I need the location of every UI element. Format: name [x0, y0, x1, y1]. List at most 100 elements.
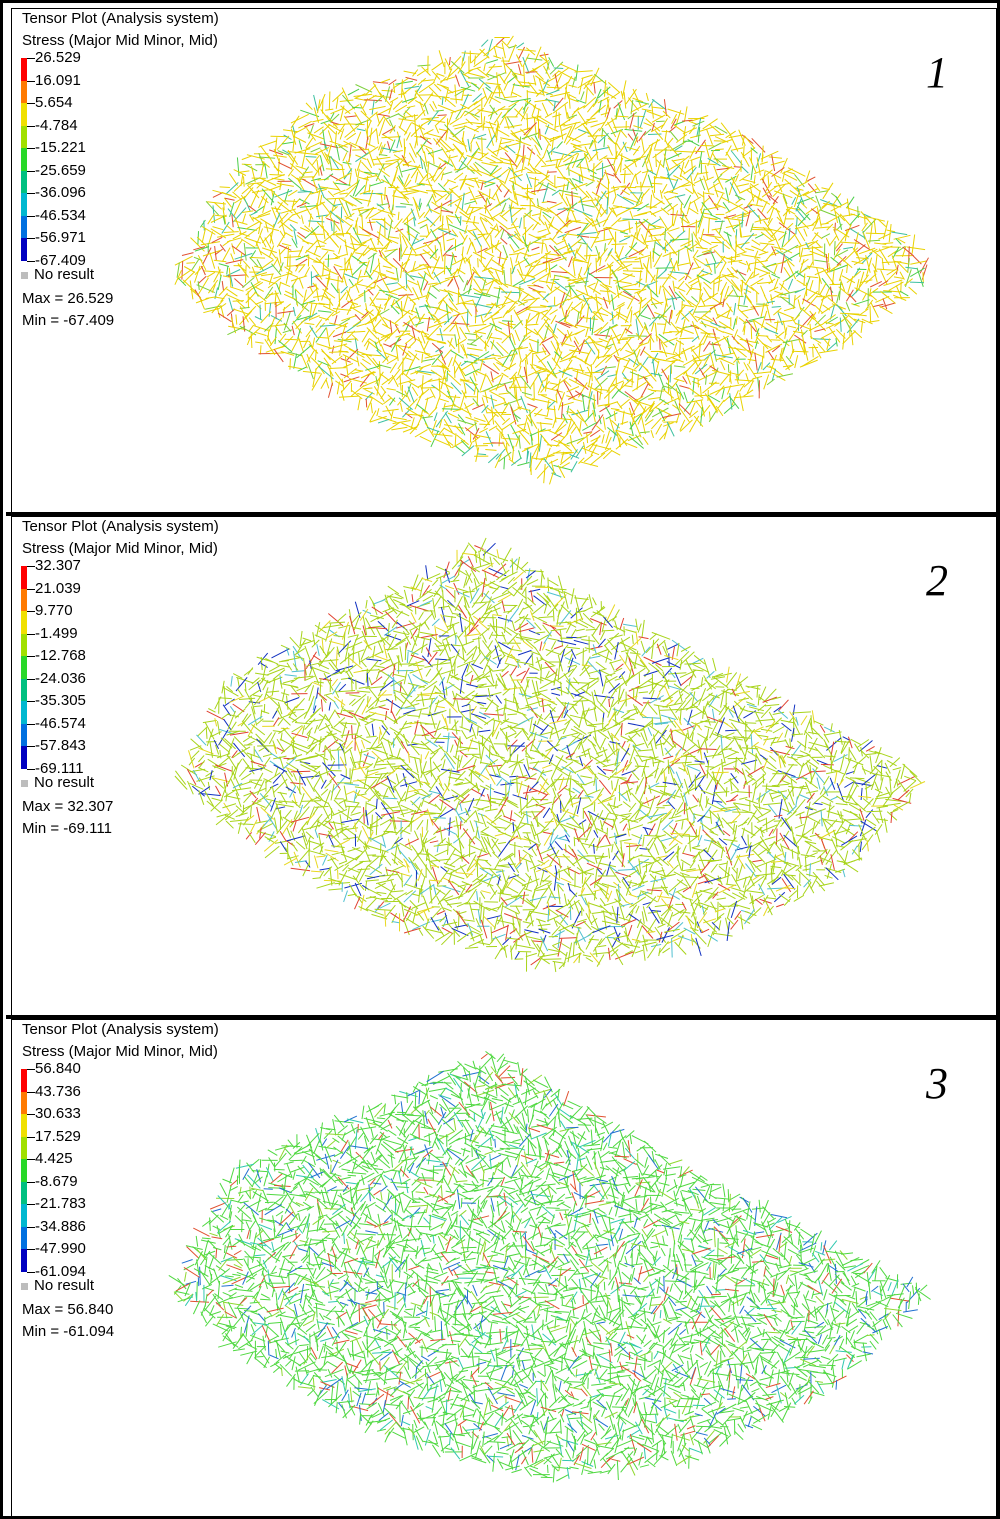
colorbar-segment — [21, 701, 27, 724]
legend-tick-mark — [27, 260, 35, 262]
colorbar-segment — [21, 148, 27, 171]
legend-tick-mark — [27, 148, 35, 149]
colorbar-segment — [21, 1181, 27, 1204]
legend-value: -56.971 — [35, 229, 86, 246]
legend-value: -24.036 — [35, 669, 86, 687]
legend-tick-mark — [27, 1091, 35, 1093]
legend-value: 43.736 — [35, 1082, 81, 1100]
colorbar-segment — [21, 566, 27, 589]
legend-value: -35.305 — [35, 692, 86, 709]
mesh-strokes — [174, 35, 929, 485]
colorbar-segment — [21, 1091, 27, 1114]
legend-value: -34.886 — [35, 1217, 86, 1235]
legend-tick-mark — [27, 701, 35, 702]
tensor-mesh-plot — [174, 35, 929, 485]
colorbar-segment — [21, 1136, 27, 1159]
min-value: Min = -69.111 — [22, 819, 112, 837]
legend-value: -57.843 — [35, 737, 86, 754]
colorbar-segment — [21, 193, 27, 216]
legend-tick-mark — [27, 238, 35, 239]
colorbar-segment — [21, 633, 27, 656]
legend-value: -21.783 — [35, 1195, 86, 1212]
tensor-plot-panel-2: Tensor Plot (Analysis system) Stress (Ma… — [11, 516, 997, 1016]
legend-tick-mark — [27, 1249, 35, 1250]
tensor-mesh-plot — [174, 537, 926, 973]
colorbar-segment — [21, 746, 27, 769]
panel-number: 3 — [926, 1059, 948, 1108]
legend-colorbar — [21, 1069, 27, 1272]
legend-value: -46.574 — [35, 714, 86, 732]
panel-number: 2 — [926, 556, 948, 605]
legend-value: 9.770 — [35, 602, 73, 619]
colorbar-segment — [21, 723, 27, 746]
panel-number: 1 — [926, 48, 948, 97]
colorbar-segment — [21, 80, 27, 103]
legend-value: -15.221 — [35, 139, 86, 156]
plot-subtitle: Stress (Major Mid Minor, Mid) — [22, 1043, 218, 1060]
legend-colorbar — [21, 566, 27, 769]
tensor-mesh-plot — [168, 1050, 931, 1483]
legend-tick-mark — [27, 566, 35, 567]
legend-tick-mark — [27, 633, 35, 635]
colorbar-segment — [21, 1204, 27, 1227]
plot-title: Tensor Plot (Analysis system) — [22, 1021, 219, 1038]
colorbar-segment — [21, 588, 27, 611]
legend-value: 17.529 — [35, 1127, 81, 1145]
tensor-plot-panel-1: Tensor Plot (Analysis system) Stress (Ma… — [11, 8, 997, 513]
max-value: Max = 32.307 — [22, 797, 114, 815]
legend-tick-mark — [27, 193, 35, 194]
legend-value: 21.039 — [35, 579, 81, 597]
colorbar-segment — [21, 1069, 27, 1092]
colorbar-segment — [21, 1226, 27, 1249]
colorbar-segment — [21, 611, 27, 634]
panel-divider — [6, 1015, 1000, 1019]
legend-tick-mark — [27, 1114, 35, 1115]
legend-tick-mark — [27, 1159, 35, 1160]
legend-tick-mark — [27, 215, 35, 217]
colorbar-segment — [21, 170, 27, 193]
panel-divider — [6, 512, 1000, 516]
colorbar-segment — [21, 58, 27, 81]
min-value: Min = -67.409 — [22, 311, 115, 329]
colorbar-segment — [21, 678, 27, 701]
colorbar-segment — [21, 1114, 27, 1137]
legend-value: 30.633 — [35, 1105, 81, 1122]
legend-tick-mark — [27, 656, 35, 657]
plot-subtitle: Stress (Major Mid Minor, Mid) — [22, 540, 218, 557]
mesh-strokes — [174, 537, 926, 973]
legend-tick-mark — [27, 80, 35, 82]
legend-value: 5.654 — [35, 94, 73, 111]
tensor-plot-panel-3: Tensor Plot (Analysis system) Stress (Ma… — [11, 1019, 997, 1517]
legend-value: 16.091 — [35, 71, 81, 89]
legend-tick-mark — [27, 588, 35, 590]
legend-value: -47.990 — [35, 1240, 86, 1257]
legend-tick-mark — [27, 768, 35, 770]
legend-tick-mark — [27, 723, 35, 725]
legend-value: -25.659 — [35, 161, 86, 179]
colorbar-segment — [21, 656, 27, 679]
legend-value: -1.499 — [35, 624, 78, 642]
legend-value: -69.111 — [35, 759, 84, 777]
legend-tick-mark — [27, 1069, 35, 1070]
legend-tick-mark — [27, 678, 35, 680]
legend-value: -61.094 — [35, 1262, 86, 1280]
plot-title: Tensor Plot (Analysis system) — [22, 10, 219, 27]
legend-colorbar — [21, 58, 27, 261]
legend-tick-mark — [27, 125, 35, 127]
no-result-label: No result — [34, 1276, 95, 1294]
legend-value: 4.425 — [35, 1150, 73, 1167]
legend-tick-mark — [27, 1181, 35, 1183]
legend-tick-mark — [27, 58, 35, 59]
legend-tick-mark — [27, 1204, 35, 1205]
legend-tick-mark — [27, 1226, 35, 1228]
legend-tick-mark — [27, 170, 35, 172]
colorbar-segment — [21, 103, 27, 126]
legend-value: -12.768 — [35, 647, 86, 664]
no-result-label: No result — [34, 773, 95, 791]
colorbar-segment — [21, 1249, 27, 1272]
no-result-swatch — [21, 1282, 28, 1290]
max-value: Max = 26.529 — [22, 289, 114, 307]
mesh-strokes — [168, 1050, 931, 1483]
legend-value: 56.840 — [35, 1060, 81, 1077]
